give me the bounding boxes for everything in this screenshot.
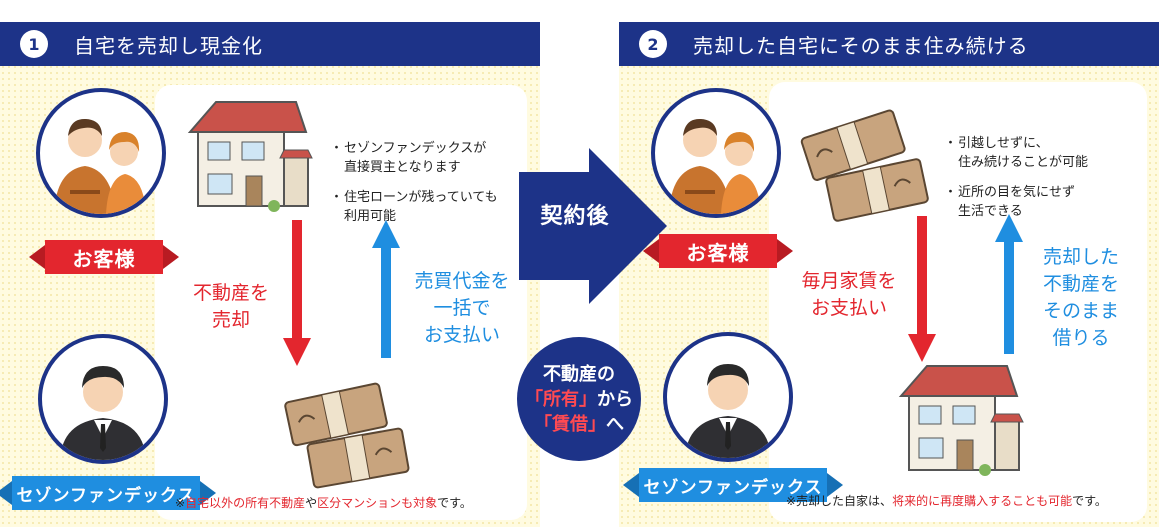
ownership-to-lease-badge: 不動産の 「所有」から 「賃借」へ (517, 337, 641, 461)
arrow-down-icon (283, 220, 311, 366)
step-number-1: 1 (20, 30, 48, 58)
couple-icon (669, 118, 761, 214)
panel-sell: 1 自宅を売却し現金化 お客様 セゾンファンデックス (0, 22, 540, 527)
bullet-item: ・ 引越しせずに、住み続けることが可能 (944, 136, 1089, 170)
flow-pay-text: 売買代金を一括でお支払い (414, 270, 510, 346)
arrow-right-icon (519, 148, 667, 304)
bullet-item: ・ 住宅ローンが残っていても利用可能 (330, 190, 498, 224)
badge-line-3: 「賃借」へ (534, 413, 624, 435)
badge-line-1: 不動産の (543, 363, 615, 385)
contract-arrow: 契約後 (519, 148, 669, 312)
arrow-up-icon (995, 214, 1023, 354)
company-ribbon: セゾンファンデックス (0, 476, 216, 510)
customer-ribbon: お客様 (29, 240, 179, 274)
bullet-item: ・ 近所の目を気にせず生活できる (944, 185, 1076, 219)
panel-2-bullets: ・ 引越しせずに、住み続けることが可能 ・ 近所の目を気にせず生活できる (944, 134, 1088, 232)
panel-1-header: 1 自宅を売却し現金化 (0, 22, 540, 66)
arrow-up-icon (372, 220, 400, 358)
couple-icon (54, 118, 146, 214)
company-avatar (663, 332, 793, 462)
panel-1-note: ※自宅以外の所有不動産や区分マンションも対象です。 (175, 496, 472, 510)
flow-rent-text: 毎月家賃をお支払い (801, 270, 897, 319)
panel-rent-back: 2 売却した自宅にそのまま住み続ける お客様 セゾンファンデックス (619, 22, 1159, 527)
flow-sell-text: 不動産を売却 (192, 282, 269, 331)
step-number-2: 2 (639, 30, 667, 58)
panel-1-bullets: ・ セゾンファンデックスが直接買主となります ・ 住宅ローンが残っていても利用可… (330, 139, 498, 237)
panel-1-title: 自宅を売却し現金化 (74, 33, 263, 58)
arrow-down-icon (908, 216, 936, 362)
panel-2-note: ※売却した自家は、将来的に再度購入することも可能です。 (786, 494, 1107, 508)
contract-arrow-label: 契約後 (540, 204, 610, 229)
money-bundle-icon (800, 109, 929, 222)
panel-2-title: 売却した自宅にそのまま住み続ける (693, 33, 1029, 58)
badge-line-2: 「所有」から (525, 388, 633, 410)
bullet-item: ・ セゾンファンデックスが直接買主となります (330, 141, 487, 175)
money-bundle-icon (284, 382, 410, 489)
businessman-icon (685, 364, 771, 458)
house-icon (187, 101, 313, 212)
customer-avatar (651, 88, 781, 218)
house-icon (898, 365, 1024, 476)
company-avatar (38, 334, 168, 464)
customer-ribbon: お客様 (643, 234, 793, 268)
company-ribbon: セゾンファンデックス (623, 468, 843, 502)
businessman-icon (60, 366, 146, 460)
panel-2-header: 2 売却した自宅にそのまま住み続ける (619, 22, 1159, 66)
customer-avatar (36, 88, 166, 218)
flow-lease-text: 売却した不動産をそのまま借りる (1042, 246, 1119, 349)
